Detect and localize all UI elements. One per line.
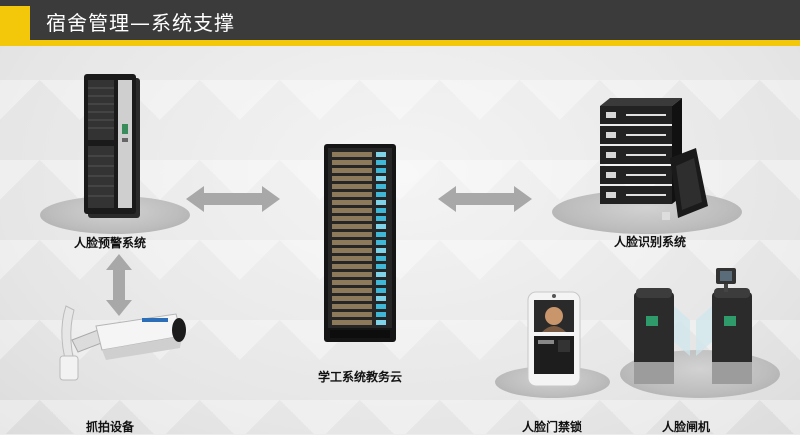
label-gate: 人脸闸机 <box>662 420 711 434</box>
server-cabinet-icon <box>324 144 396 342</box>
arrow-alert-cloud <box>186 186 280 212</box>
turnstile-gate-icon <box>634 268 752 384</box>
label-door-lock: 人脸门禁锁 <box>522 420 583 434</box>
arrow-alert-capture <box>106 254 132 316</box>
header-underline <box>0 40 800 46</box>
label-recognition-system: 人脸识别系统 <box>614 235 687 249</box>
server-stack-icon <box>600 98 708 220</box>
server-rack-icon <box>84 74 140 218</box>
header-accent <box>0 6 30 40</box>
label-capture-device: 抓拍设备 <box>86 420 135 434</box>
face-terminal-icon <box>527 291 581 387</box>
label-cloud: 学工系统教务云 <box>318 370 403 384</box>
header-bar: 宿舍管理—系统支撑 <box>0 0 800 46</box>
arrow-cloud-recognition <box>438 186 532 212</box>
page-title: 宿舍管理—系统支撑 <box>46 11 235 35</box>
label-alert-system: 人脸预警系统 <box>74 236 147 250</box>
camera-icon <box>59 305 186 381</box>
